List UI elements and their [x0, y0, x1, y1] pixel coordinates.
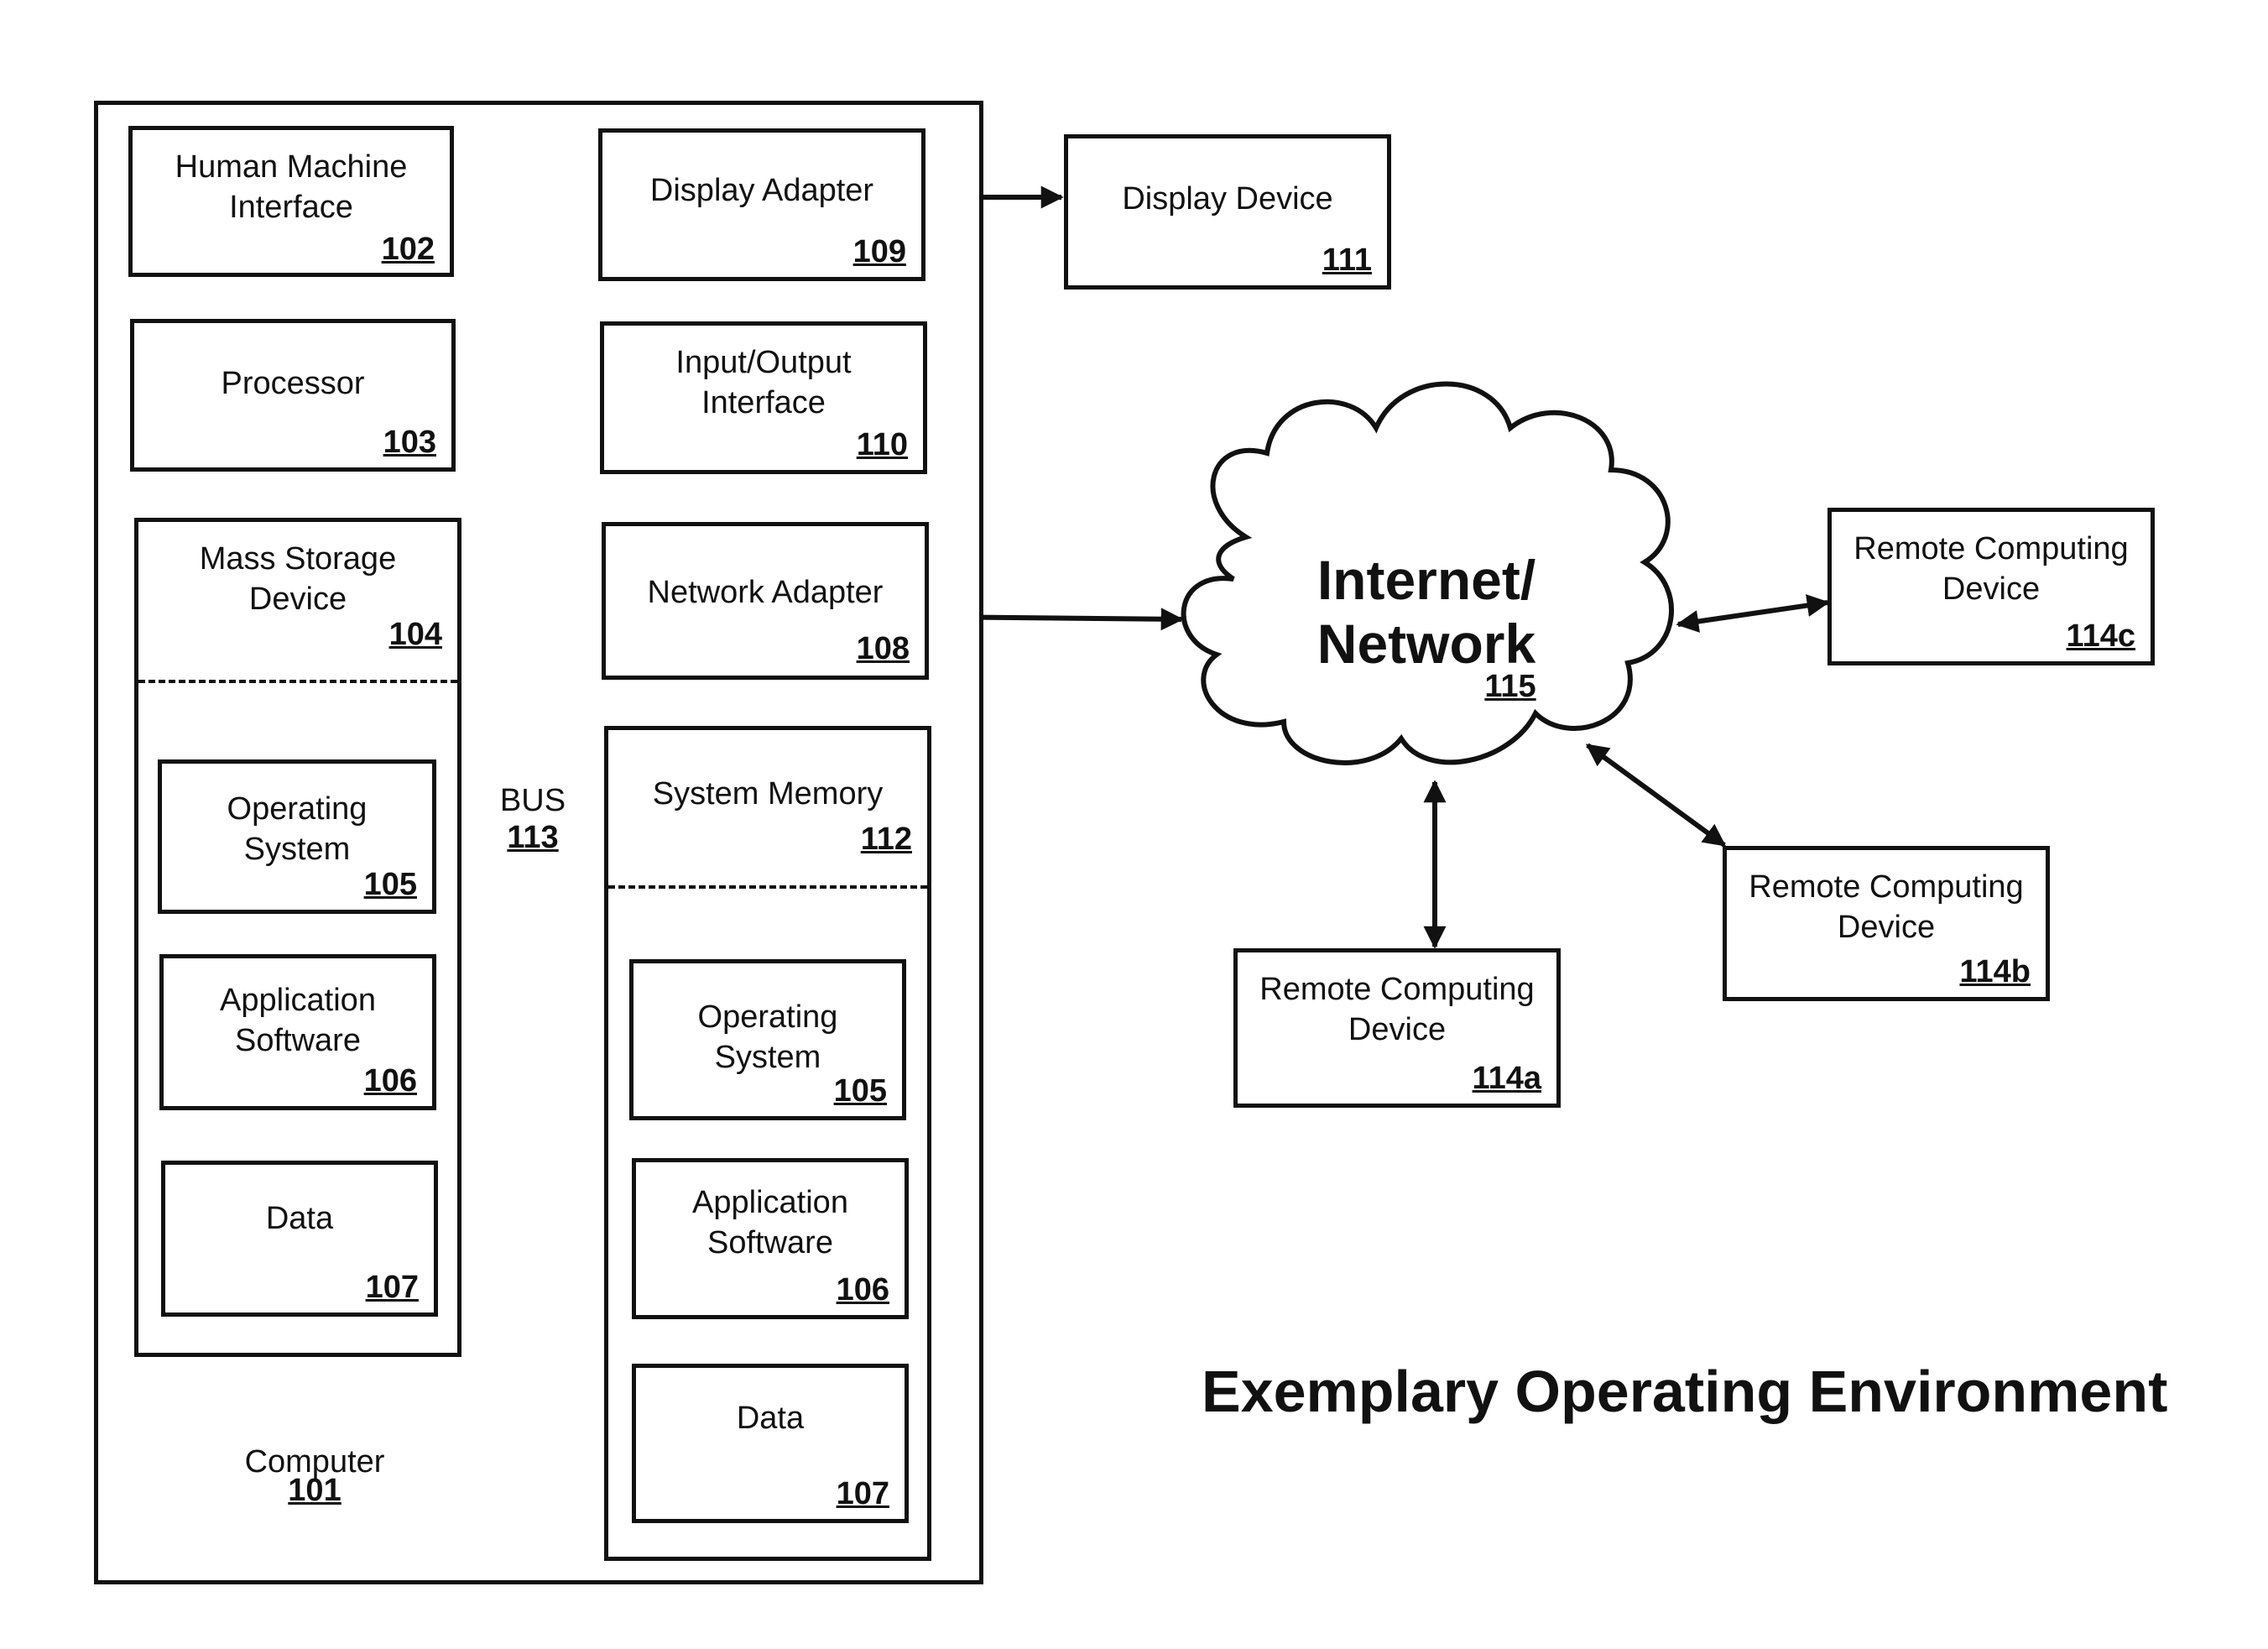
mass-storage-divider [138, 680, 457, 683]
display-adapter-ref: 109 [853, 233, 906, 270]
ms-app-label: Application Software [164, 980, 432, 1061]
processor-box: Processor 103 [130, 319, 456, 472]
bus-ref: 113 [482, 819, 583, 856]
remote-c-label: Remote Computing Device [1832, 529, 2151, 609]
ms-data-ref: 107 [366, 1269, 419, 1306]
remote-a-box: Remote Computing Device 114a [1233, 948, 1561, 1108]
network-adapter-label: Network Adapter [606, 572, 925, 613]
remote-c-box: Remote Computing Device 114c [1827, 508, 2155, 665]
sm-data-ref: 107 [837, 1475, 889, 1512]
display-adapter-label: Display Adapter [602, 170, 921, 211]
remote-b-label: Remote Computing Device [1727, 867, 2046, 947]
sm-os-label: Operating System [633, 997, 902, 1078]
bus-label: BUS 113 [482, 782, 583, 856]
remote-c-ref: 114c [2067, 618, 2135, 655]
diagram-title: Exemplary Operating Environment [1202, 1358, 2167, 1425]
remote-a-ref: 114a [1473, 1060, 1541, 1097]
sm-app-box: Application Software 106 [632, 1158, 909, 1319]
remote-b-box: Remote Computing Device 114b [1723, 846, 2050, 1001]
io-interface-ref: 110 [857, 426, 908, 463]
network-remote-c-arrow [1678, 603, 1827, 624]
network-label: Internet/ Network [1259, 548, 1594, 676]
ms-os-label: Operating System [162, 789, 432, 869]
system-memory-ref: 112 [861, 821, 912, 858]
sm-app-ref: 106 [837, 1271, 889, 1308]
remote-a-label: Remote Computing Device [1238, 969, 1556, 1050]
display-device-ref: 111 [1322, 242, 1372, 279]
ms-data-label: Data [165, 1198, 434, 1239]
ms-os-box: Operating System 105 [158, 759, 436, 914]
sm-data-label: Data [636, 1398, 905, 1438]
sm-app-label: Application Software [636, 1182, 905, 1263]
system-memory-label: System Memory [608, 774, 927, 814]
network-remote-b-arrow [1588, 745, 1724, 845]
network-adapter-box: Network Adapter 108 [602, 522, 929, 680]
io-interface-label: Input/Output Interface [604, 342, 923, 423]
network-ref: 115 [1468, 668, 1552, 705]
hmi-box: Human Machine Interface 102 [128, 126, 454, 277]
sm-os-box: Operating System 105 [629, 959, 906, 1120]
display-device-label: Display Device [1068, 179, 1387, 219]
network-adapter-ref: 108 [857, 630, 910, 667]
ms-app-box: Application Software 106 [159, 954, 436, 1110]
system-memory-divider [608, 885, 927, 889]
hmi-label: Human Machine Interface [133, 147, 450, 227]
mass-storage-ref: 104 [389, 616, 442, 653]
computer-label: Computer 101 [210, 1443, 420, 1509]
ms-app-ref: 106 [364, 1062, 417, 1099]
computer-ref: 101 [210, 1472, 420, 1509]
processor-ref: 103 [383, 424, 436, 461]
ms-os-ref: 105 [364, 866, 417, 903]
display-device-box: Display Device 111 [1064, 134, 1391, 290]
remote-b-ref: 114b [1959, 953, 2031, 990]
hmi-ref: 102 [382, 231, 435, 268]
io-interface-box: Input/Output Interface 110 [600, 321, 927, 474]
processor-label: Processor [134, 363, 451, 404]
bus-title: BUS [482, 782, 583, 819]
sm-os-ref: 105 [834, 1072, 887, 1109]
display-adapter-box: Display Adapter 109 [598, 128, 925, 281]
ms-data-box: Data 107 [161, 1161, 438, 1317]
mass-storage-label: Mass Storage Device [138, 539, 457, 619]
sm-data-box: Data 107 [632, 1364, 909, 1523]
